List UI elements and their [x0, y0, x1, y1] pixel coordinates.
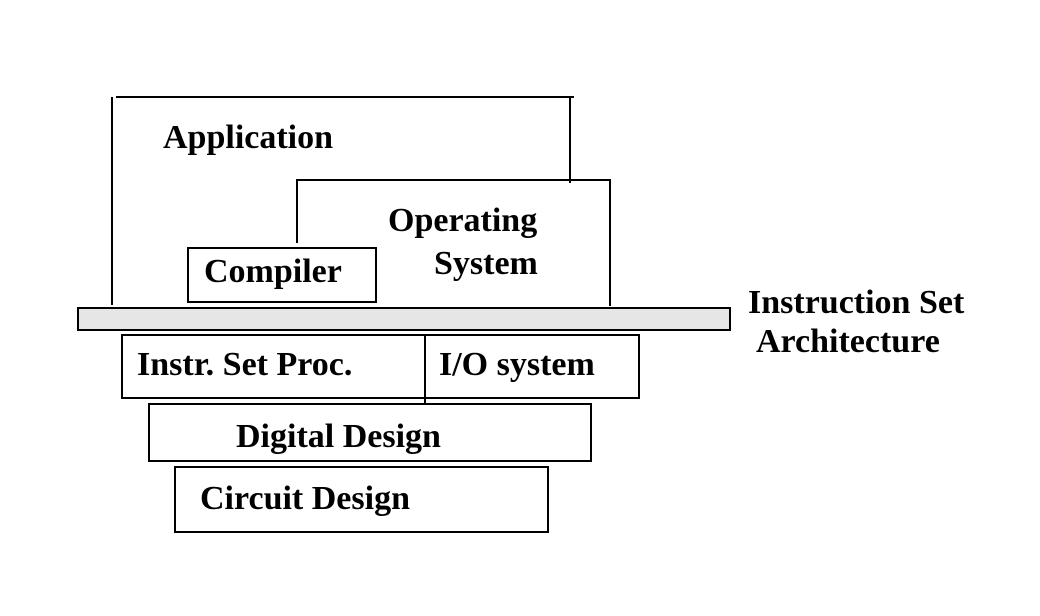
application-label: Application	[163, 119, 334, 156]
circuit-design-layer	[174, 466, 549, 533]
isa-label-line1: Instruction Set	[748, 284, 965, 321]
os-right-edge	[609, 179, 611, 306]
os-label-line1: Operating	[388, 202, 538, 239]
compiler-label: Compiler	[204, 253, 342, 290]
application-top-edge	[116, 96, 574, 98]
isa-label-line2: Architecture	[756, 323, 940, 360]
io-system-label: I/O system	[439, 346, 595, 383]
isa-bar	[77, 307, 731, 331]
instr-set-proc-label: Instr. Set Proc.	[137, 346, 353, 383]
os-label-line2: System	[434, 245, 538, 282]
circuit-design-label: Circuit Design	[200, 480, 410, 517]
application-right-edge	[569, 97, 571, 183]
processor-io-layer	[121, 334, 640, 399]
digital-design-label: Digital Design	[236, 418, 441, 455]
os-left-edge	[296, 179, 298, 243]
application-left-edge	[111, 97, 113, 305]
os-top-edge	[296, 179, 611, 181]
digital-design-layer	[148, 403, 592, 462]
processor-io-divider	[424, 334, 426, 404]
compiler-layer	[187, 247, 377, 303]
